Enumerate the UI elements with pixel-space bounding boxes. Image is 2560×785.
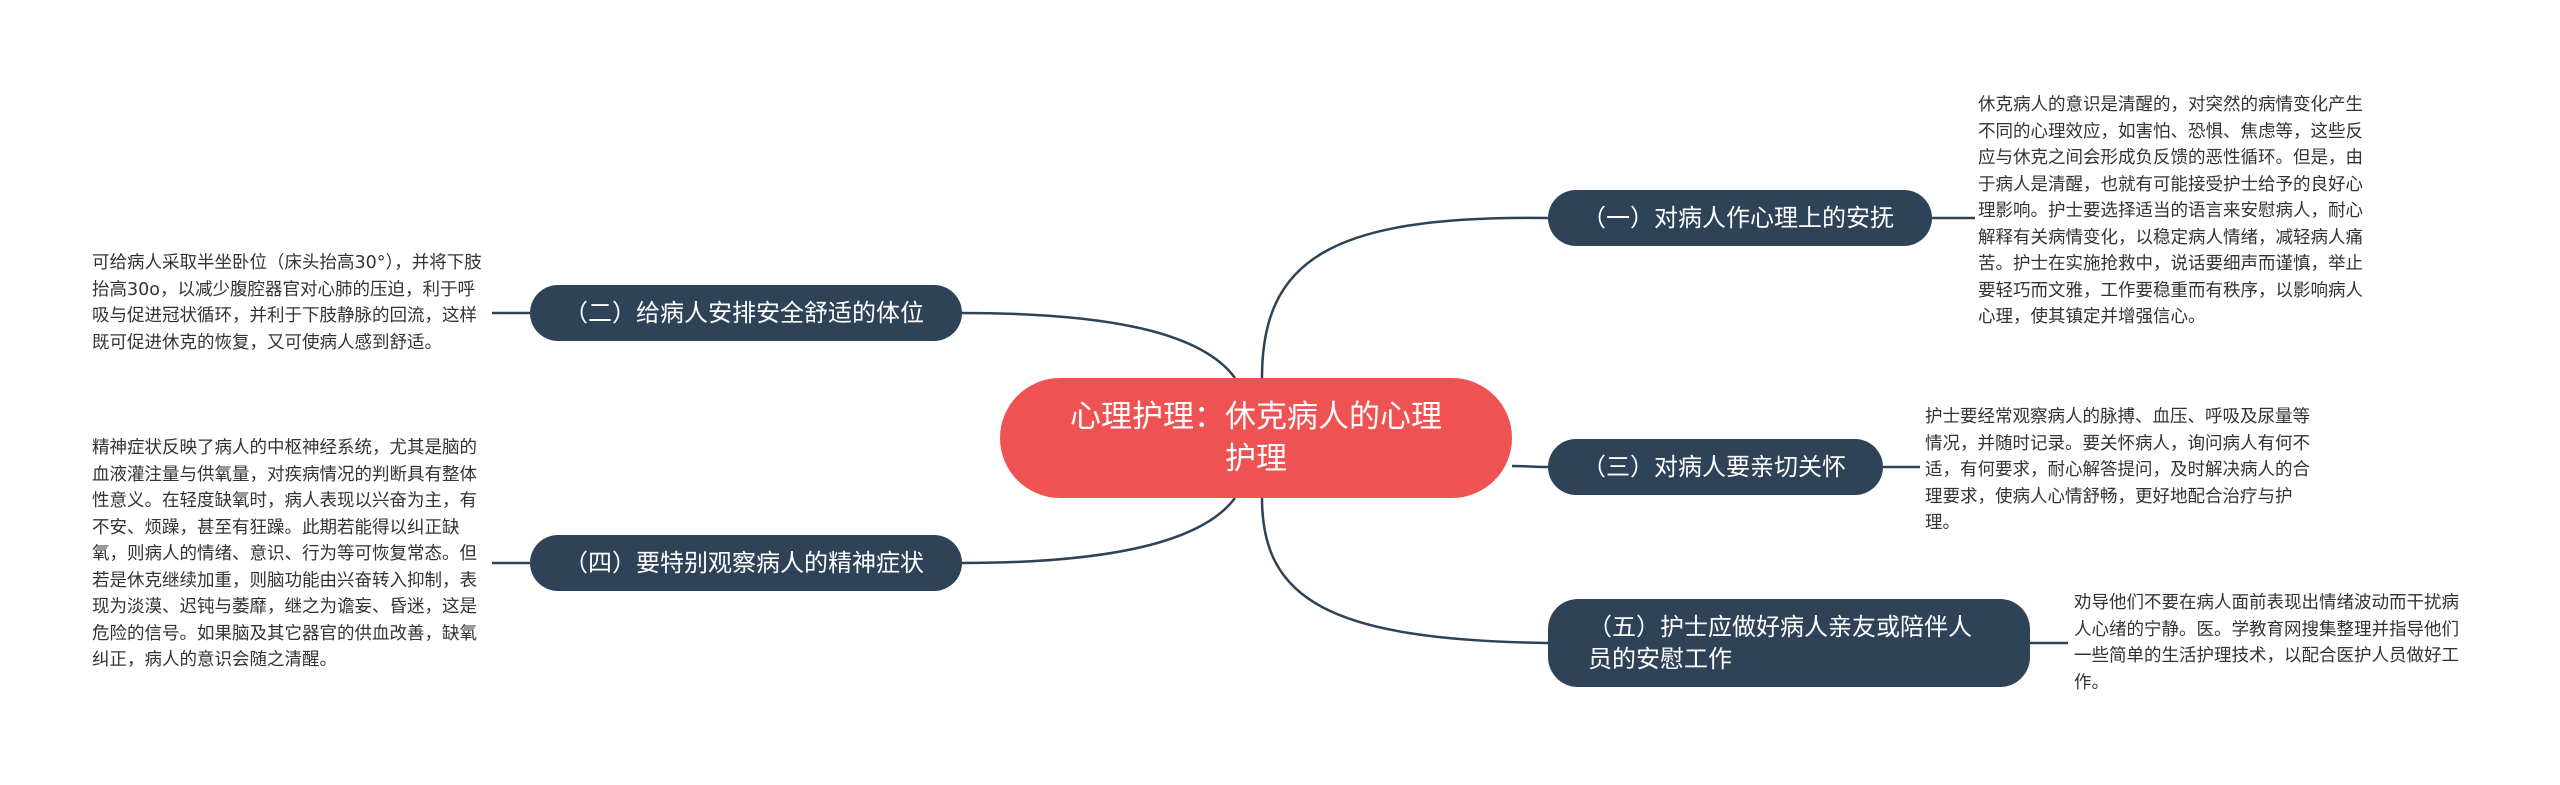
link-root-branch-2 xyxy=(961,311,1237,379)
branch-node-1[interactable]: （一）对病人作心理上的安抚 xyxy=(1548,190,1932,246)
link-root-branch-5 xyxy=(1260,497,1549,645)
branch-detail-4: 精神症状反映了病人的中枢神经系统，尤其是脑的血液灌注量与供氧量，对疾病情况的判断… xyxy=(92,438,477,670)
link-root-branch-1 xyxy=(1260,216,1549,379)
branch-detail-5: 劝导他们不要在病人面前表现出情绪波动而干扰病人心绪的宁静。医。学教育网搜集整理并… xyxy=(2074,593,2459,693)
link-root-branch-4 xyxy=(961,497,1237,565)
branch-label-2: （二）给病人安排安全舒适的体位 xyxy=(564,299,924,327)
link-root-branch-3 xyxy=(1511,464,1549,469)
branch-label-1: （一）对病人作心理上的安抚 xyxy=(1582,204,1894,232)
branch-label-3: （三）对病人要亲切关怀 xyxy=(1582,453,1846,481)
branch-node-4[interactable]: （四）要特别观察病人的精神症状 xyxy=(530,535,962,591)
branch-detail-3: 护士要经常观察病人的脉搏、血压、呼吸及尿量等情况，并随时记录。要关怀病人，询问病… xyxy=(1925,407,2310,533)
branch-node-3[interactable]: （三）对病人要亲切关怀 xyxy=(1548,439,1883,495)
branch-detail-2: 可给病人采取半坐卧位（床头抬高30°），并将下肢抬高30o，以减少腹腔器官对心肺… xyxy=(92,253,482,353)
root-title: 心理护理：休克病人的心理护理 xyxy=(1070,399,1442,477)
root-node[interactable]: 心理护理：休克病人的心理护理 xyxy=(1000,378,1512,498)
branch-label-4: （四）要特别观察病人的精神症状 xyxy=(564,549,924,577)
branch-detail-1: 休克病人的意识是清醒的，对突然的病情变化产生不同的心理效应，如害怕、恐惧、焦虑等… xyxy=(1978,95,2363,327)
branch-label-5: （五）护士应做好病人亲友或陪伴人员的安慰工作 xyxy=(1588,613,1972,673)
branch-node-2[interactable]: （二）给病人安排安全舒适的体位 xyxy=(530,285,962,341)
branch-node-5[interactable]: （五）护士应做好病人亲友或陪伴人员的安慰工作 xyxy=(1548,599,2030,687)
